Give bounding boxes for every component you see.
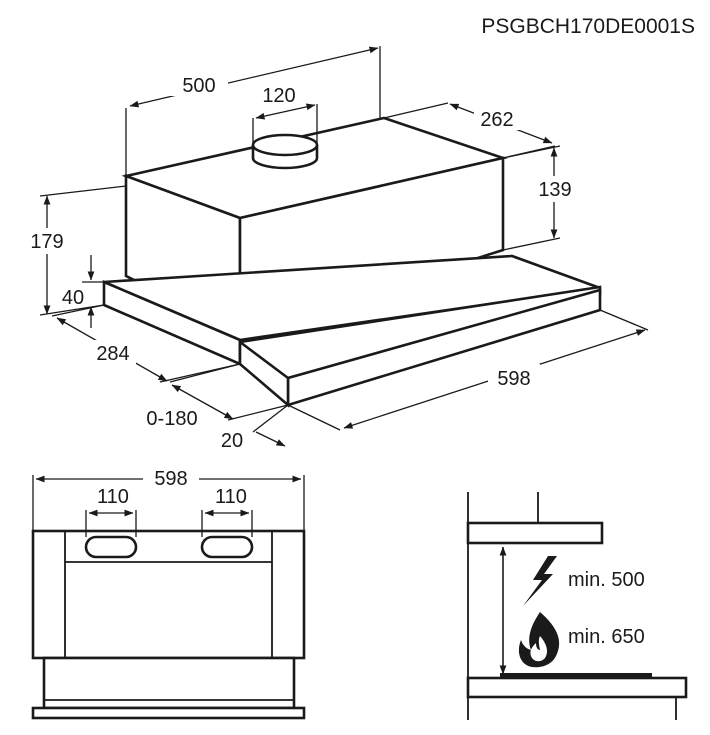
electric-lightning-icon bbox=[523, 556, 557, 606]
front-tray-lip bbox=[31, 706, 306, 720]
dim-depth: 262 bbox=[480, 109, 513, 131]
cooktop bbox=[466, 676, 688, 699]
dim-tray-height: 40 bbox=[62, 287, 84, 309]
perspective-view: 500 120 262 139 179 40 284 bbox=[26, 46, 649, 452]
front-dim-width: 598 bbox=[154, 468, 187, 490]
front-dim-outlet-right: 110 bbox=[215, 486, 247, 508]
dim-width-top: 500 bbox=[182, 75, 215, 97]
dim-body-height: 139 bbox=[538, 179, 571, 201]
dim-side-depth: 284 bbox=[96, 343, 129, 365]
clearance-electric-label: min. 500 bbox=[568, 569, 645, 591]
outlet-left bbox=[84, 535, 138, 559]
dim-slide: 0-180 bbox=[146, 408, 197, 430]
front-view: 598 110 110 bbox=[31, 464, 306, 720]
front-body-outline bbox=[31, 529, 306, 660]
hood-shelf bbox=[466, 521, 604, 545]
gas-flame-icon bbox=[518, 612, 560, 668]
front-dim-outlet-left: 110 bbox=[97, 486, 129, 508]
dim-front: 20 bbox=[221, 430, 243, 452]
dim-outlet: 120 bbox=[262, 85, 295, 107]
clearance-view: min. 500 min. 650 bbox=[466, 492, 688, 720]
clearance-gas-label: min. 650 bbox=[568, 626, 645, 648]
outlet-right bbox=[200, 535, 254, 559]
dim-width: 598 bbox=[497, 368, 530, 390]
outlet-collar bbox=[251, 133, 319, 170]
cooktop-burner bbox=[500, 673, 652, 678]
model-code: PSGBCH170DE0001S bbox=[481, 15, 695, 38]
dim-total-height: 179 bbox=[30, 231, 63, 253]
